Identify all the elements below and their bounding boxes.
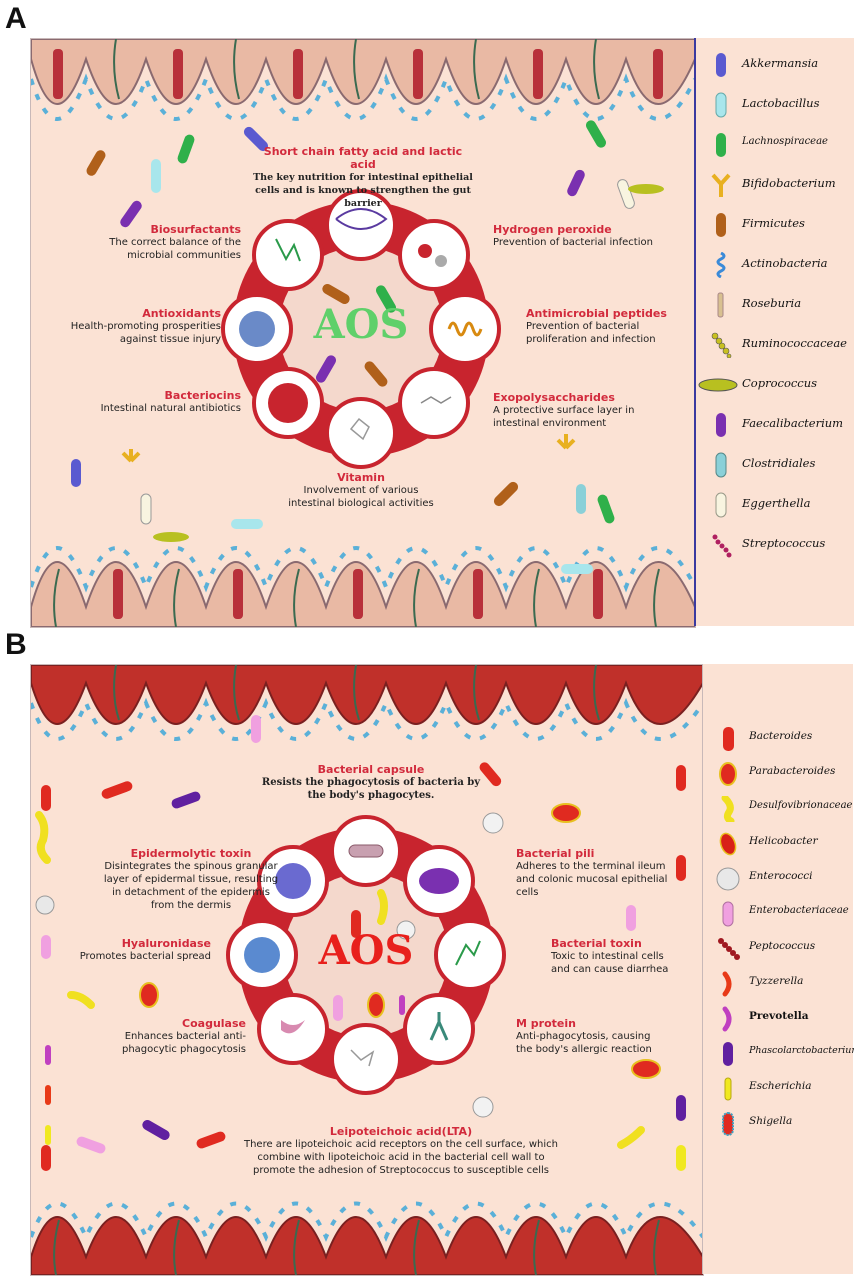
rod-icon bbox=[716, 413, 726, 437]
legend-item-roseburia: Roseburia bbox=[696, 290, 854, 320]
legend-item-akkermansia: Akkermansia bbox=[696, 50, 854, 80]
rod-icon bbox=[716, 213, 726, 237]
legend-item-firmicutes: Firmicutes bbox=[696, 210, 854, 240]
legend-item-enterococci: Enterococci bbox=[703, 864, 854, 894]
annotation-biosurfactants: Biosurfactants The correct balance of th… bbox=[109, 223, 241, 261]
panel-a-diagram: AOS Short chain fatty acid and lactic ac… bbox=[30, 38, 696, 628]
panel-a-background-art bbox=[31, 39, 695, 627]
strep-chain-icon bbox=[712, 534, 732, 558]
bottom-intestinal-villi bbox=[31, 546, 695, 627]
rod-icon bbox=[715, 452, 727, 478]
scattered-pathogenic-bacteria bbox=[35, 715, 686, 1171]
annotation-epidermolytic-toxin: Epidermolytic toxin Disintegrates the sp… bbox=[103, 847, 279, 911]
thin-rod-icon bbox=[724, 1077, 732, 1101]
annotation-antimicrobial-peptides: Antimicrobial peptides Prevention of bac… bbox=[526, 307, 667, 345]
legend-item-bacteroides: Bacteroides bbox=[703, 724, 854, 754]
annotation-bacterial-toxin: Bacterial toxin Toxic to intestinal cell… bbox=[551, 937, 669, 975]
panel-b-letter: B bbox=[5, 628, 27, 661]
rod-icon bbox=[723, 1042, 733, 1066]
annotation-hyaluronidase: Hyaluronidase Promotes bacterial spread bbox=[79, 937, 211, 962]
panel-a-legend: Akkermansia Lactobacillus Lachnospiracea… bbox=[694, 38, 854, 626]
legend-item-faecalibacterium: Faecalibacterium bbox=[696, 410, 854, 440]
annotation-bacterial-pili: Bacterial pili Adheres to the terminal i… bbox=[516, 847, 668, 898]
legend-item-prevotella: Prevotella bbox=[703, 1004, 854, 1034]
panel-b-background-art bbox=[31, 665, 703, 1275]
legend-item-clostridiales: Clostridiales bbox=[696, 450, 854, 480]
legend-item-tyzzerella: Tyzzerella bbox=[703, 969, 854, 999]
panel-b-diagram: AOS Bacterial capsule Resists the phagoc… bbox=[30, 664, 704, 1276]
aos-hub-ring-b bbox=[226, 815, 506, 1095]
hub-label-b: AOS bbox=[318, 927, 414, 974]
chain-icon bbox=[711, 332, 732, 358]
hairy-rod-icon bbox=[722, 1112, 734, 1136]
comma-icon bbox=[721, 796, 735, 822]
annotation-bacterial-capsule: Bacterial capsule Resists the phagocytos… bbox=[261, 763, 481, 801]
top-intestinal-villi bbox=[31, 39, 695, 121]
rod-icon bbox=[716, 53, 726, 77]
annotation-exopolysaccharides: Exopolysaccharides A protective surface … bbox=[493, 391, 635, 429]
curved-rod-icon bbox=[722, 971, 732, 997]
legend-item-eggerthella: Eggerthella bbox=[696, 490, 854, 520]
annotation-hydrogen-peroxide: Hydrogen peroxide Prevention of bacteria… bbox=[493, 223, 653, 248]
rod-icon bbox=[715, 92, 727, 118]
hub-label-a: AOS bbox=[313, 301, 409, 348]
annotation-m-protein: M protein Anti-phagocytosis, causing the… bbox=[516, 1017, 652, 1055]
rod-icon bbox=[722, 901, 734, 927]
scattered-probiotic-bacteria bbox=[71, 120, 664, 574]
spiral-icon bbox=[716, 252, 726, 278]
annotation-vitamin: Vitamin Involvement of various intestina… bbox=[288, 471, 434, 509]
annotation-coagulase: Coagulase Enhances bacterial anti-phagoc… bbox=[121, 1017, 246, 1055]
legend-item-desulfovibrionaceae: Desulfovibrionaceae bbox=[703, 794, 854, 824]
aos-hub-ring-a bbox=[221, 189, 501, 469]
legend-item-lactobacillus: Lactobacillus bbox=[696, 90, 854, 120]
legend-item-peptococcus: Peptococcus bbox=[703, 934, 854, 964]
top-intestinal-villi-b bbox=[31, 665, 703, 741]
annotation-lta: Leipoteichoic acid(LTA) There are lipote… bbox=[243, 1125, 559, 1176]
rod-icon bbox=[715, 492, 727, 518]
legend-item-phascolarctobacterium: Phascolarctobacterium bbox=[703, 1039, 854, 1069]
rod-icon bbox=[723, 727, 734, 751]
oval-icon bbox=[719, 832, 737, 856]
legend-item-helicobacter: Helicobacter bbox=[703, 829, 854, 859]
legend-item-ruminococcaceae: Ruminococcaceae bbox=[696, 330, 854, 360]
legend-item-coprococcus: Coprococcus bbox=[696, 370, 854, 400]
legend-item-parabacteroides: Parabacteroides bbox=[703, 759, 854, 789]
legend-item-shigella: Shigella bbox=[703, 1109, 854, 1139]
oval-icon bbox=[719, 762, 737, 786]
legend-item-actinobacteria: Actinobacteria bbox=[696, 250, 854, 280]
legend-item-lachnospiraceae: Lachnospiraceae bbox=[696, 130, 854, 160]
legend-item-enterobacteriaceae: Enterobacteriaceae bbox=[703, 899, 854, 929]
capsule-icon bbox=[698, 378, 738, 392]
y-shape-icon bbox=[711, 173, 731, 197]
annotation-scfa: Short chain fatty acid and lactic acid T… bbox=[253, 145, 473, 209]
strep-chain-icon bbox=[718, 938, 740, 960]
curved-rod-icon bbox=[722, 1006, 732, 1032]
rod-icon bbox=[716, 133, 726, 157]
annotation-bacteriocins: Bacteriocins Intestinal natural antibiot… bbox=[100, 389, 241, 414]
legend-item-streptococcus: Streptococcus bbox=[696, 530, 854, 560]
legend-item-escherichia: Escherichia bbox=[703, 1074, 854, 1104]
legend-item-bifidobacterium: Bifidobacterium bbox=[696, 170, 854, 200]
thin-rod-icon bbox=[717, 292, 724, 318]
bottom-intestinal-villi-b bbox=[31, 1201, 703, 1275]
annotation-antioxidants: Antioxidants Health-promoting prosperiti… bbox=[70, 307, 221, 345]
ball-icon bbox=[716, 867, 740, 891]
panel-b-legend: Bacteroides Parabacteroides Desulfovibri… bbox=[702, 664, 854, 1274]
panel-a-letter: A bbox=[5, 2, 27, 35]
